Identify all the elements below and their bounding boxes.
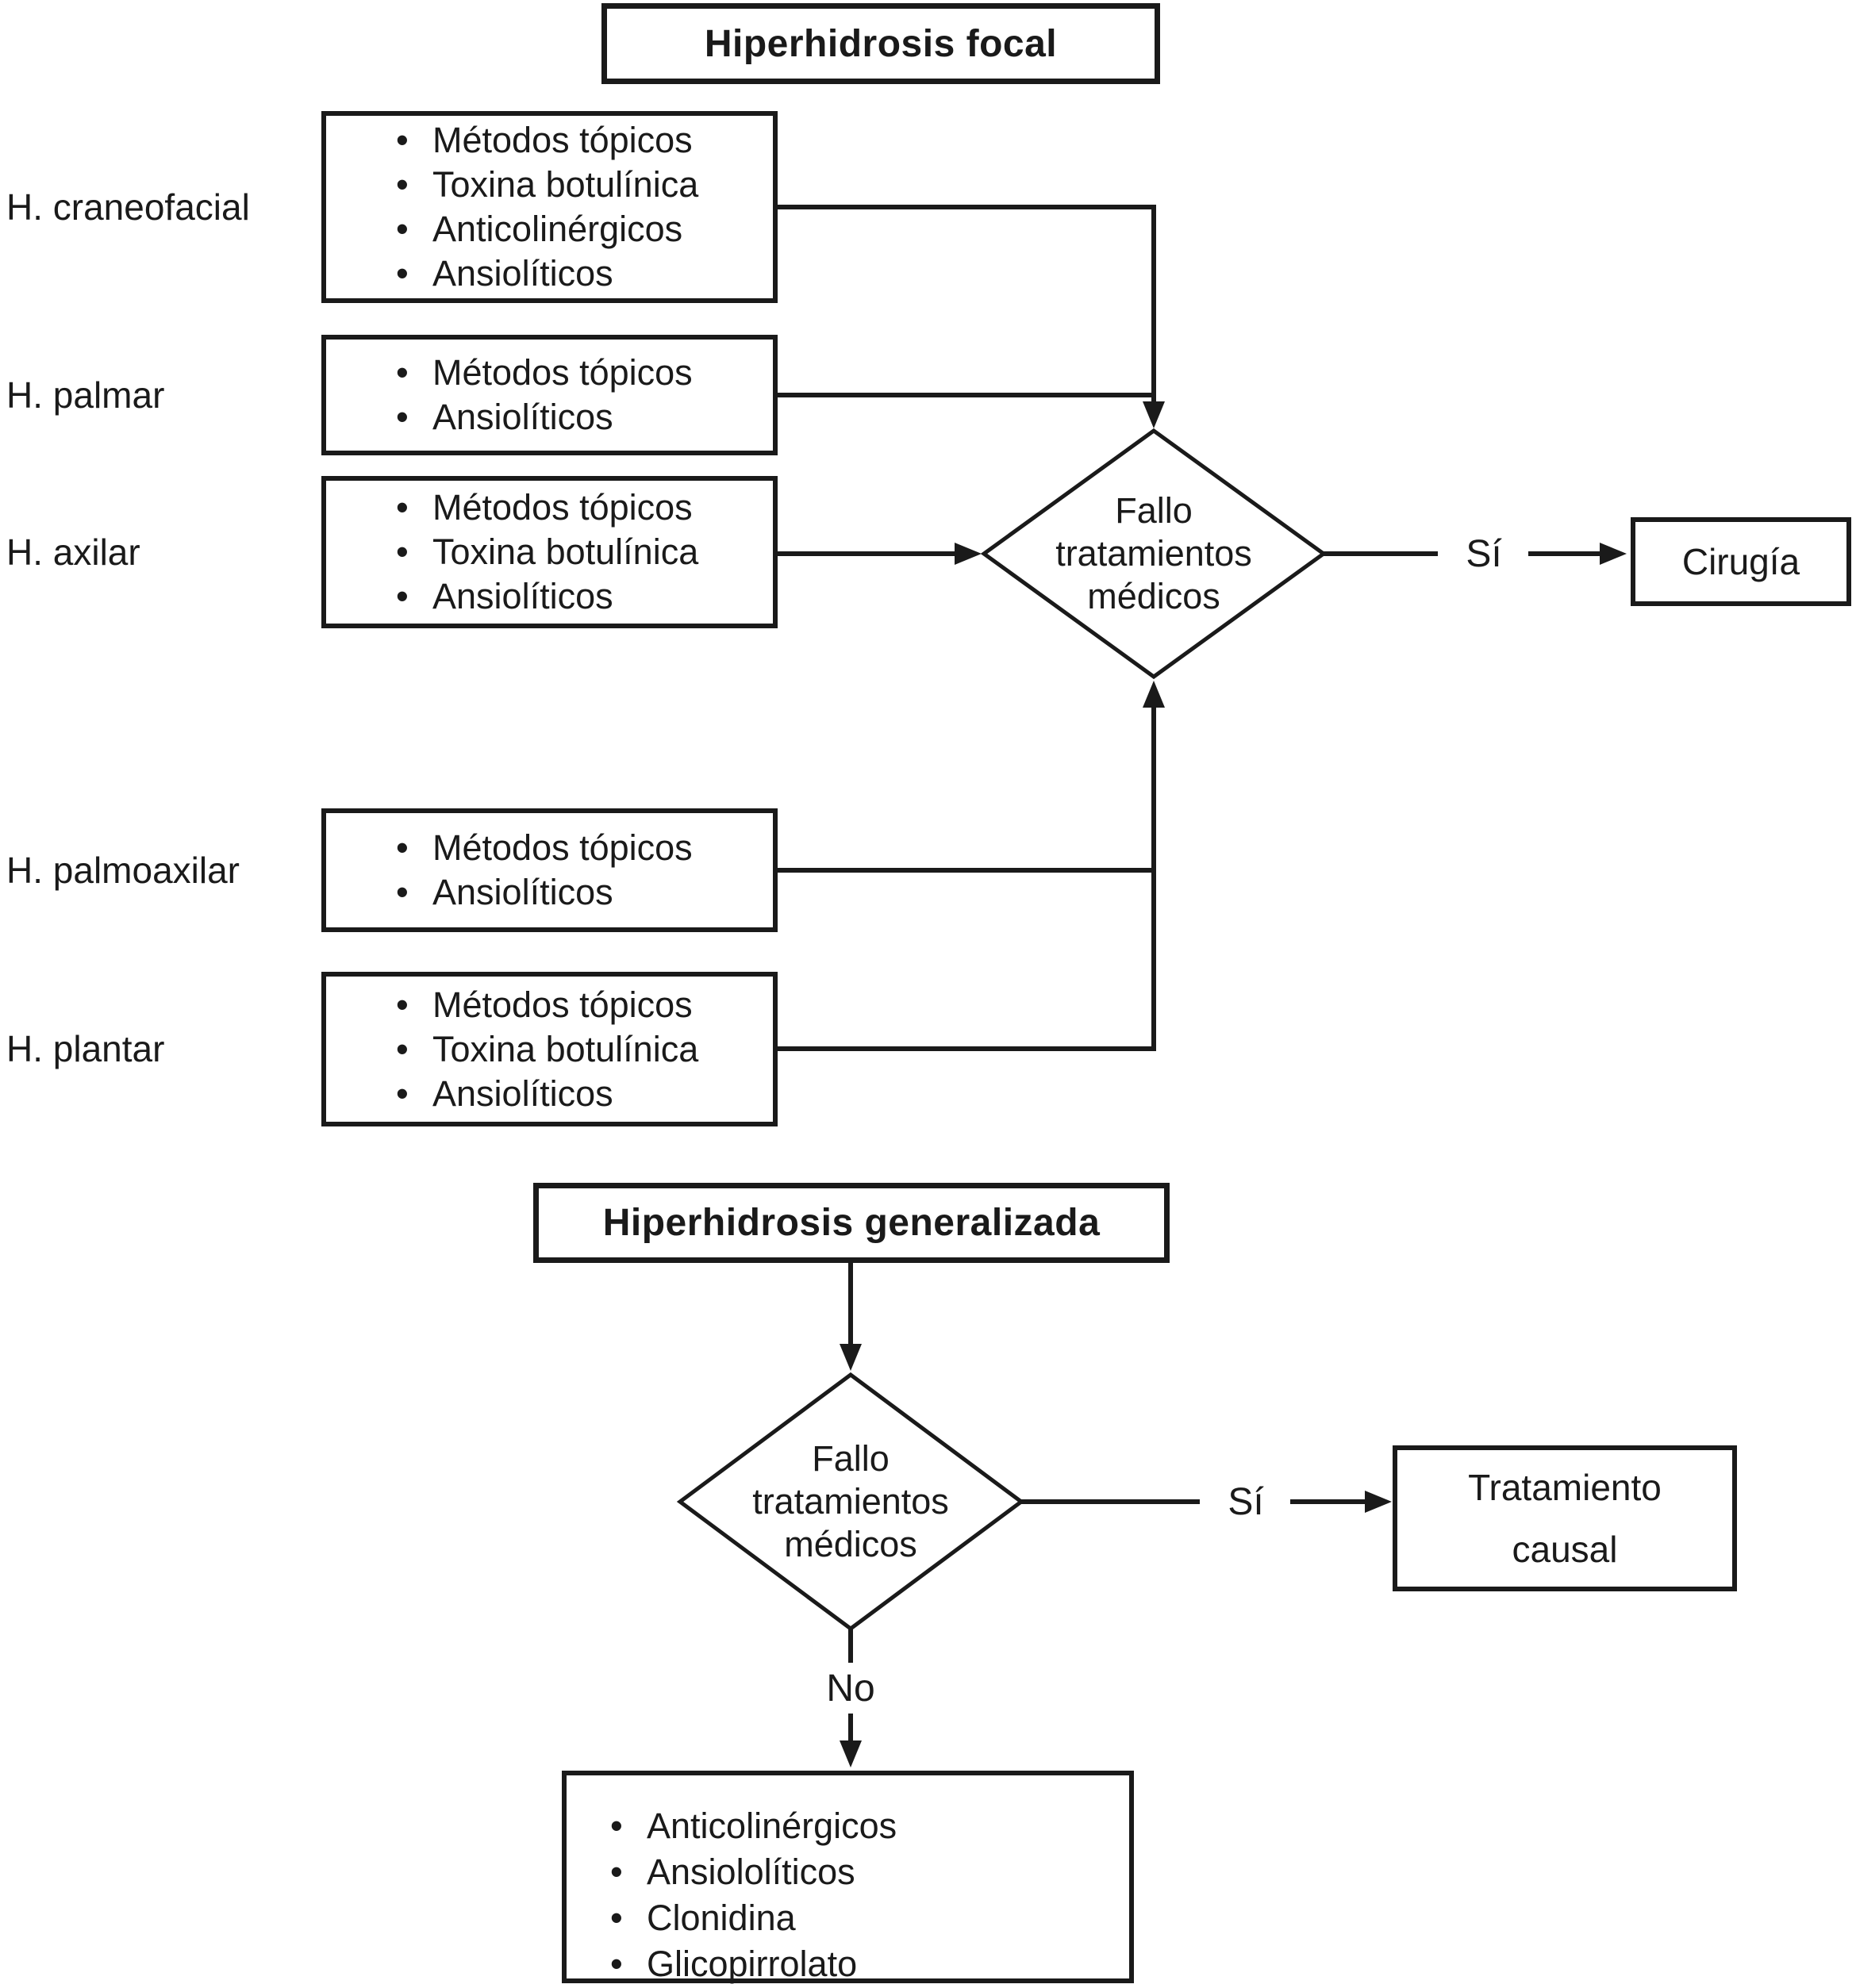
connector-plantar-to-diamond bbox=[778, 708, 1156, 1051]
arrowhead-into-diamond1-bottom bbox=[1143, 681, 1165, 708]
yes-branch-label-generalizada: Sí bbox=[1228, 1480, 1264, 1523]
decision-line: Fallo bbox=[1115, 490, 1193, 531]
decision-line: tratamientos bbox=[1055, 533, 1252, 574]
row-label-plantar: H. plantar bbox=[6, 1028, 165, 1069]
decision-diamond-focal bbox=[980, 428, 1328, 680]
arrowhead-into-diamond1-top bbox=[1143, 401, 1165, 428]
decision-line: médicos bbox=[1087, 576, 1220, 616]
bullet-icon: • bbox=[396, 1073, 409, 1114]
treatment-item: • Métodos tópicos bbox=[396, 351, 773, 395]
treatment-text: Glicopirrolato bbox=[647, 1943, 858, 1984]
treatment-box-palmoaxilar: • Métodos tópicos • Ansiolíticos bbox=[321, 808, 778, 932]
treatment-text: Ansiololíticos bbox=[647, 1851, 855, 1892]
no-branch-label: No bbox=[826, 1667, 875, 1710]
treatment-item: • Anticolinérgicos bbox=[610, 1803, 1129, 1849]
treatment-box-plantar: • Métodos tópicos • Toxina botulínica • Ans… bbox=[321, 972, 778, 1126]
yes-branch-label-focal: Sí bbox=[1466, 532, 1502, 575]
treatment-item: • Anticolinérgicos bbox=[396, 207, 773, 251]
treatment-item: • Métodos tópicos bbox=[396, 118, 773, 163]
generalizada-treatment-box: • Anticolinérgicos • Ansiololíticos • Cloni… bbox=[562, 1771, 1134, 1984]
arrowhead-into-cirugia bbox=[1600, 543, 1627, 565]
bullet-icon: • bbox=[396, 253, 409, 294]
treatment-text: Métodos tópicos bbox=[432, 120, 693, 160]
treatment-text: Anticolinérgicos bbox=[647, 1805, 897, 1846]
bullet-icon: • bbox=[610, 1805, 623, 1846]
treatment-item: • Ansiolíticos bbox=[396, 574, 773, 619]
bullet-icon: • bbox=[396, 984, 409, 1025]
bullet-icon: • bbox=[396, 120, 409, 160]
treatment-item: • Ansiolíticos bbox=[396, 1072, 773, 1116]
treatment-item: • Ansiolíticos bbox=[396, 870, 773, 915]
cirugia-box: Cirugía bbox=[1631, 517, 1851, 606]
treatment-item: • Métodos tópicos bbox=[396, 983, 773, 1027]
treatment-text: Métodos tópicos bbox=[432, 984, 693, 1025]
decision-line: Fallo bbox=[812, 1438, 890, 1479]
bullet-icon: • bbox=[396, 352, 409, 393]
tratamiento-causal-box: Tratamiento causal bbox=[1393, 1445, 1737, 1591]
bullet-icon: • bbox=[396, 487, 409, 528]
treatment-text: Toxina botulínica bbox=[432, 164, 699, 205]
treatment-text: Anticolinérgicos bbox=[432, 209, 683, 249]
treatment-text: Métodos tópicos bbox=[432, 827, 693, 868]
treatment-item: • Glicopirrolato bbox=[610, 1941, 1129, 1987]
focal-title-box: Hiperhidrosis focal bbox=[601, 3, 1160, 84]
treatment-item: • Ansiolíticos bbox=[396, 395, 773, 439]
bullet-icon: • bbox=[396, 532, 409, 572]
tratamiento-causal-line: Tratamiento bbox=[1468, 1467, 1662, 1508]
bullet-icon: • bbox=[396, 827, 409, 868]
treatment-text: Ansiolíticos bbox=[432, 576, 613, 616]
arrowhead-into-tratamiento bbox=[1365, 1491, 1392, 1513]
generalizada-title: Hiperhidrosis generalizada bbox=[602, 1202, 1101, 1244]
treatment-item: • Toxina botulínica bbox=[396, 530, 773, 574]
treatment-text: Ansiolíticos bbox=[432, 872, 613, 912]
bullet-icon: • bbox=[610, 1851, 623, 1892]
decision-line: tratamientos bbox=[752, 1481, 949, 1522]
treatment-item: • Ansiolíticos bbox=[396, 251, 773, 296]
bullet-icon: • bbox=[396, 209, 409, 249]
treatment-text: Clonidina bbox=[647, 1897, 796, 1938]
treatment-text: Métodos tópicos bbox=[432, 487, 693, 528]
arrowhead-into-diamond1-left bbox=[955, 543, 982, 565]
treatment-item: • Clonidina bbox=[610, 1895, 1129, 1941]
arrowhead-into-bottombox bbox=[840, 1740, 862, 1767]
treatment-item: • Métodos tópicos bbox=[396, 826, 773, 870]
tratamiento-causal-line: causal bbox=[1512, 1529, 1618, 1570]
treatment-text: Métodos tópicos bbox=[432, 352, 693, 393]
treatment-box-craneofacial: • Métodos tópicos • Toxina botulínica • Ant… bbox=[321, 111, 778, 303]
treatment-item: • Toxina botulínica bbox=[396, 163, 773, 207]
bullet-icon: • bbox=[396, 576, 409, 616]
treatment-text: Ansiolíticos bbox=[432, 1073, 613, 1114]
row-label-craneofacial: H. craneofacial bbox=[6, 186, 250, 228]
cirugia-text: Cirugía bbox=[1681, 541, 1800, 582]
focal-title: Hiperhidrosis focal bbox=[704, 22, 1058, 65]
treatment-item: • Métodos tópicos bbox=[396, 485, 773, 530]
row-label-palmar: H. palmar bbox=[6, 374, 165, 416]
decision-focal-text: Fallo tratamientos médicos bbox=[995, 488, 1312, 620]
treatment-text: Toxina botulínica bbox=[432, 532, 699, 572]
treatment-text: Ansiolíticos bbox=[432, 253, 613, 294]
arrowhead-into-diamond2-top bbox=[840, 1344, 862, 1371]
generalizada-title-box: Hiperhidrosis generalizada bbox=[533, 1183, 1170, 1263]
bullet-icon: • bbox=[396, 397, 409, 437]
bullet-icon: • bbox=[610, 1943, 623, 1984]
treatment-text: Toxina botulínica bbox=[432, 1028, 699, 1069]
treatment-box-axilar: • Métodos tópicos • Toxina botulínica • Ans… bbox=[321, 476, 778, 628]
treatment-item: • Ansiololíticos bbox=[610, 1849, 1129, 1895]
bullet-icon: • bbox=[396, 164, 409, 205]
bullet-icon: • bbox=[396, 872, 409, 912]
treatment-item: • Toxina botulínica bbox=[396, 1027, 773, 1072]
decision-line: médicos bbox=[784, 1524, 917, 1564]
bullet-icon: • bbox=[396, 1028, 409, 1069]
connector-craneofacial-to-diamond bbox=[778, 205, 1156, 413]
row-label-palmoaxilar: H. palmoaxilar bbox=[6, 850, 240, 891]
decision-generalizada-text: Fallo tratamientos médicos bbox=[692, 1436, 1009, 1568]
treatment-text: Ansiolíticos bbox=[432, 397, 613, 437]
bullet-icon: • bbox=[610, 1897, 623, 1938]
row-label-axilar: H. axilar bbox=[6, 532, 140, 573]
treatment-box-palmar: • Métodos tópicos • Ansiolíticos bbox=[321, 335, 778, 455]
